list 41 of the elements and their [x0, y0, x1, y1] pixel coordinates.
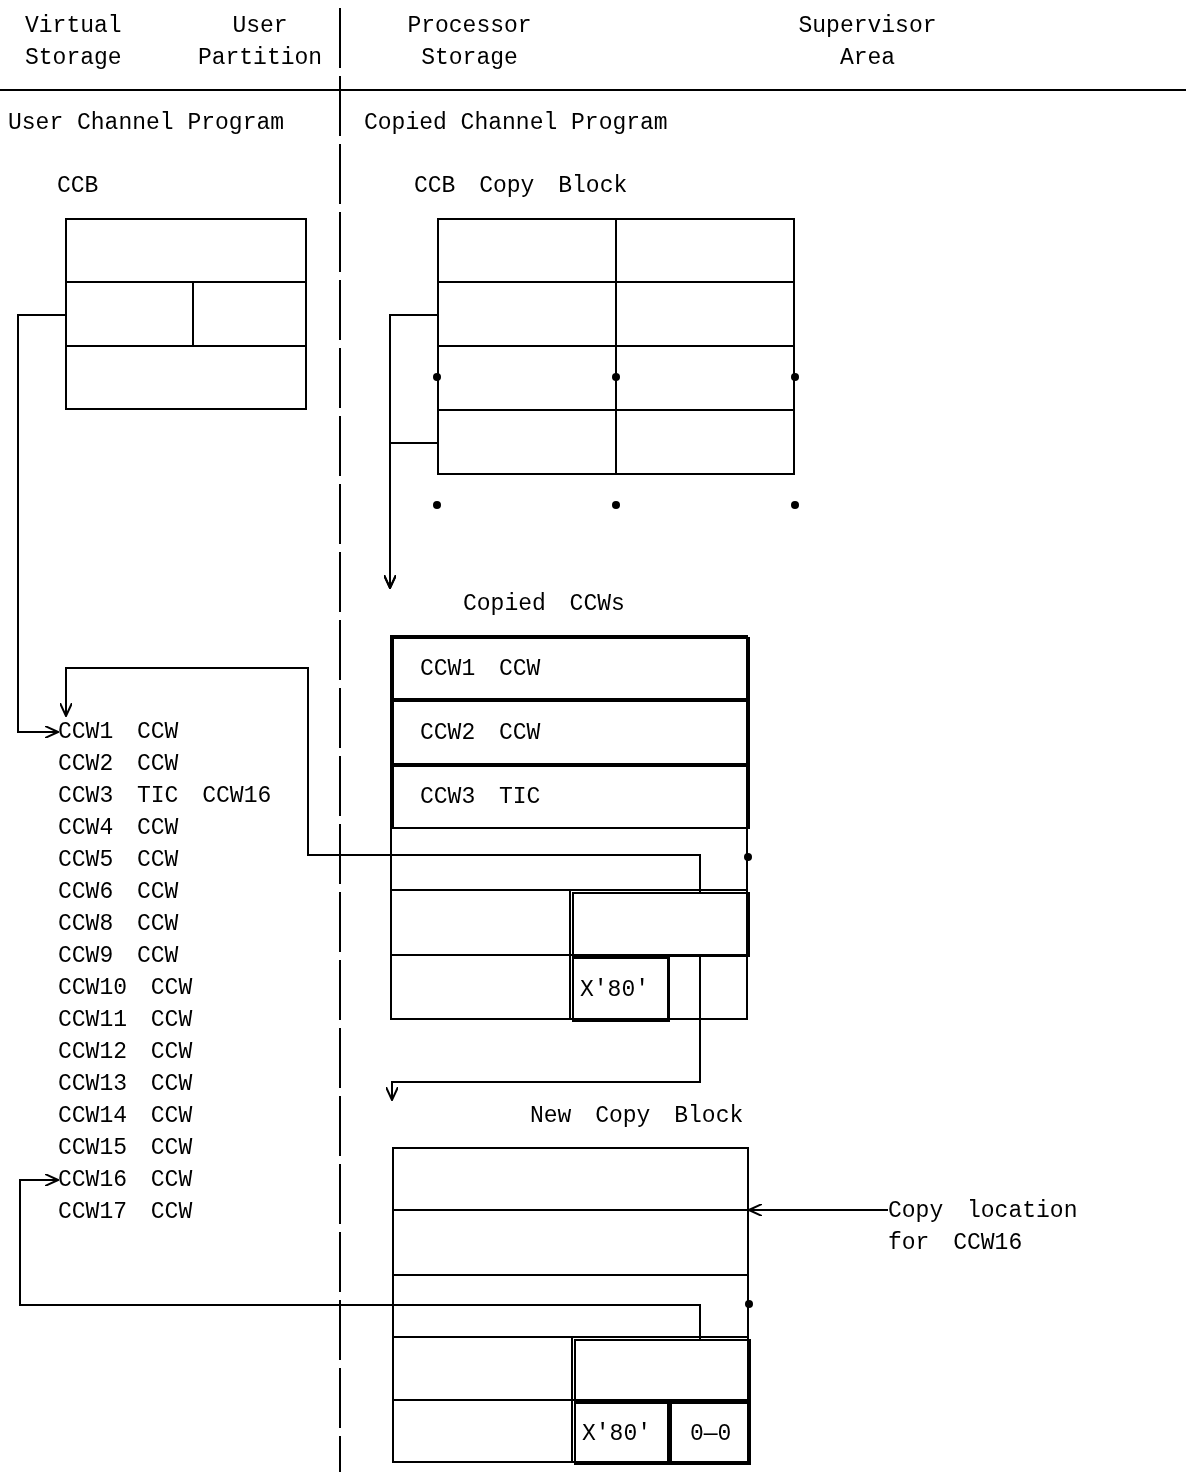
- ccw-list-entry: CCW9 CCW: [58, 942, 180, 971]
- section-heading: Copied Channel Program: [364, 109, 669, 138]
- column-heading: Processor Storage: [406, 12, 533, 73]
- address-field: [572, 892, 750, 957]
- connector-arrow: [748, 1203, 889, 1217]
- flag-field: X'80': [574, 1402, 670, 1465]
- ccw-list-entry: CCW15 CCW: [58, 1134, 194, 1163]
- column-heading: Supervisor Area: [797, 12, 938, 73]
- block-heading: CCB: [57, 172, 99, 201]
- ccw-list-entry: CCW2 CCW: [58, 750, 180, 779]
- section-heading: User Channel Program: [8, 109, 286, 138]
- connector-arrow: [19, 1173, 701, 1340]
- callout-text: Copy location for CCW16: [888, 1195, 1118, 1259]
- connector-arrow: [385, 956, 701, 1101]
- block-heading: Copied CCWs: [463, 590, 625, 619]
- ccw-list-entry: CCW6 CCW: [58, 878, 180, 907]
- ccw-list-entry: CCW3 TIC CCW16: [58, 782, 273, 811]
- block-heading: New Copy Block: [530, 1102, 744, 1131]
- ccw-entry: CCW2 CCW: [392, 700, 750, 765]
- ccw-entry: CCW1 CCW: [392, 637, 750, 700]
- column-heading: Virtual Storage: [25, 12, 123, 73]
- flag-field: X'80': [572, 957, 670, 1022]
- connector-arrow: [383, 442, 438, 589]
- ccw-list-entry: CCW4 CCW: [58, 814, 180, 843]
- ccw-list-entry: CCW14 CCW: [58, 1102, 194, 1131]
- ccw-list-entry: CCW17 CCW: [58, 1198, 194, 1227]
- ccw-list-entry: CCW11 CCW: [58, 1006, 194, 1035]
- column-heading: User Partition: [196, 12, 324, 73]
- ccw-list-entry: CCW12 CCW: [58, 1038, 194, 1067]
- connector-arrow: [59, 667, 701, 893]
- block-heading: CCB Copy Block: [414, 172, 628, 201]
- ccw-list-entry: CCW16 CCW: [58, 1164, 208, 1196]
- ccw-list-entry: CCW1 CCW: [58, 716, 208, 748]
- ccw-entry: CCW3 TIC: [392, 765, 750, 829]
- connector-arrow: [17, 314, 66, 739]
- ccw-list-entry: CCW13 CCW: [58, 1070, 194, 1099]
- address-field: [574, 1339, 751, 1402]
- count-field: 0—0: [670, 1402, 751, 1465]
- ccw-list-entry: CCW5 CCW: [58, 846, 180, 875]
- ccw-list-entry: CCW8 CCW: [58, 910, 180, 939]
- ccw-list-entry: CCW10 CCW: [58, 974, 194, 1003]
